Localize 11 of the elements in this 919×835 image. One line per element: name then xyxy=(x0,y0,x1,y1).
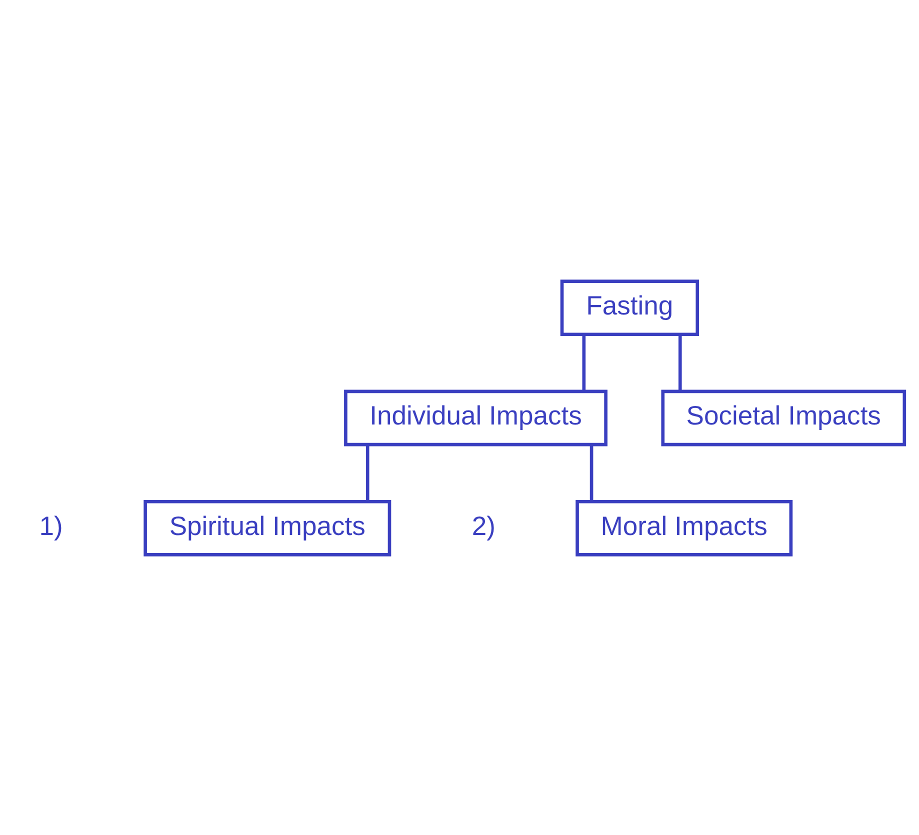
node-box: Fasting xyxy=(560,279,700,336)
node-box: Moral Impacts xyxy=(576,499,793,556)
connector xyxy=(678,334,682,391)
label: 1) xyxy=(39,510,63,540)
label: 2) xyxy=(472,510,496,540)
node-box: Societal Impacts xyxy=(661,389,906,446)
connector xyxy=(590,444,594,501)
node-box: Individual Impacts xyxy=(344,389,608,446)
connector xyxy=(582,334,586,391)
node-box: Spiritual Impacts xyxy=(144,499,392,556)
connector xyxy=(366,444,370,501)
